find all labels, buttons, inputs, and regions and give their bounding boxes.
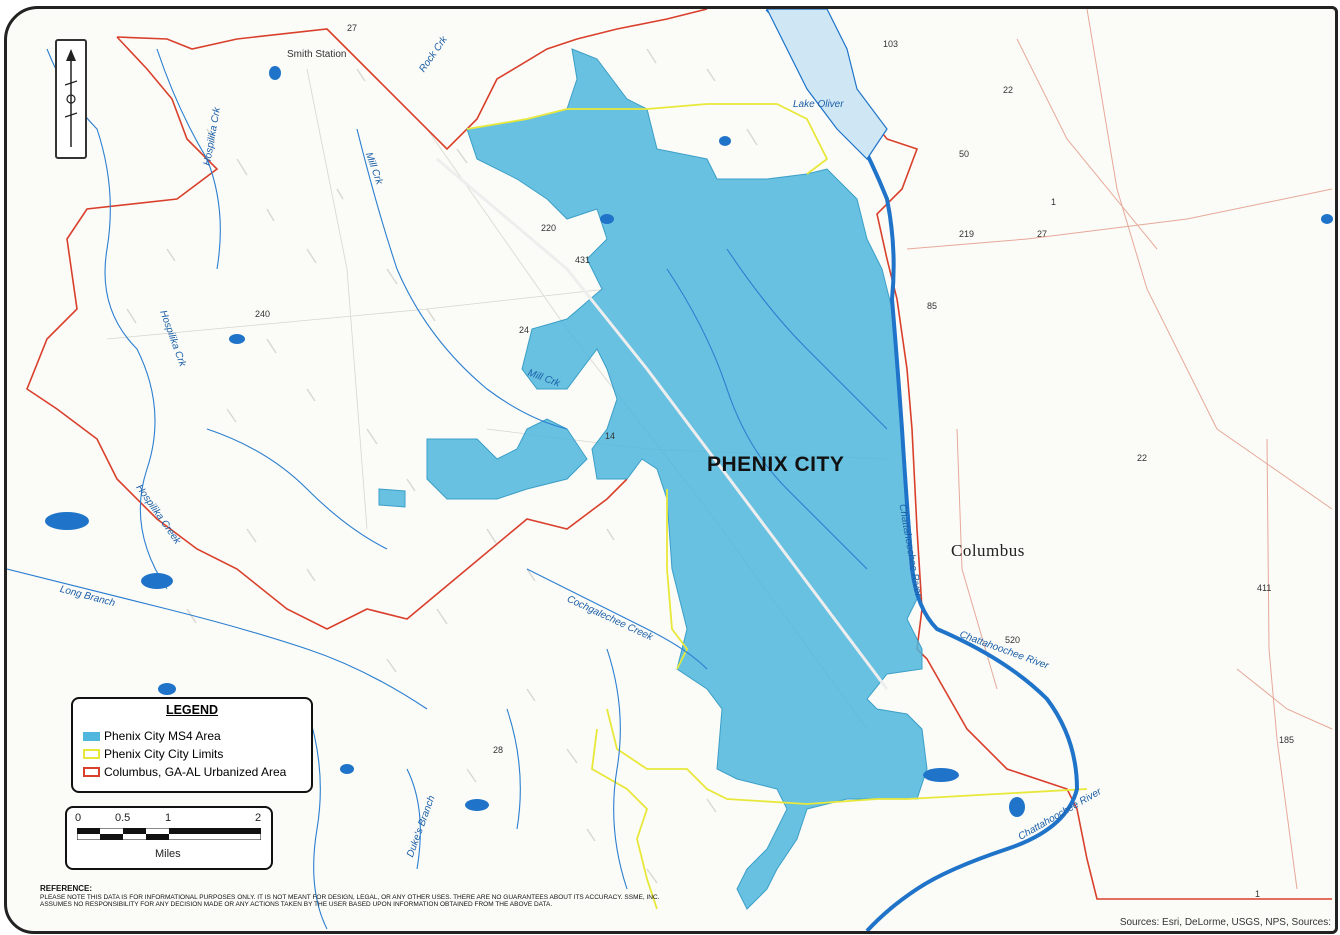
road-label: 50 xyxy=(959,149,970,159)
scale-tick: 1 xyxy=(165,812,172,824)
road-label: 24 xyxy=(519,325,530,335)
chattahoochee-river xyxy=(765,9,1080,931)
legend: LEGEND Phenix City MS4 Area Phenix City … xyxy=(71,697,313,793)
road-label: 27 xyxy=(347,23,358,33)
legend-swatch xyxy=(83,767,100,777)
road-label: 1 xyxy=(1255,889,1261,899)
map-canvas[interactable] xyxy=(7,9,1335,931)
road-label: 240 xyxy=(255,309,271,319)
road-label: 103 xyxy=(883,39,899,49)
place-label: Smith Station xyxy=(287,49,347,60)
reference-note: REFERENCE: PLEASE NOTE THIS DATA IS FOR … xyxy=(40,885,660,909)
reference-heading: REFERENCE: xyxy=(40,884,93,893)
road-label: 22 xyxy=(1003,85,1014,95)
scale-tick: 0 xyxy=(75,812,82,824)
legend-swatch xyxy=(83,731,100,741)
road-label: 27 xyxy=(1037,229,1048,239)
scale-bar: 0 0.5 1 2 Miles xyxy=(65,806,273,870)
road-label: 220 xyxy=(541,223,557,233)
urbanized-area-boundary xyxy=(26,9,1332,900)
north-arrow xyxy=(55,39,87,159)
road-label: 219 xyxy=(959,229,975,239)
ponds xyxy=(45,66,1333,817)
streams xyxy=(7,48,888,930)
scale-tick: 2 xyxy=(255,812,262,824)
legend-label: Phenix City MS4 Area xyxy=(104,729,221,743)
ms4-area-west xyxy=(426,418,588,500)
road-label: 28 xyxy=(493,745,504,755)
neighbor-city-label: Columbus xyxy=(951,541,1025,560)
road-label: 431 xyxy=(575,255,591,265)
road-label: 85 xyxy=(927,301,938,311)
road-label: 14 xyxy=(605,431,616,441)
legend-swatch xyxy=(83,749,100,759)
sources-credit: Sources: Esri, DeLorme, USGS, NPS, Sourc… xyxy=(1119,917,1331,928)
legend-item-ms4: Phenix City MS4 Area xyxy=(83,729,221,743)
ms4-area-small xyxy=(378,488,406,508)
road-label: 185 xyxy=(1279,735,1295,745)
scale-tick: 0.5 xyxy=(115,812,131,824)
legend-label: Columbus, GA-AL Urbanized Area xyxy=(104,765,287,779)
legend-item-urbanized: Columbus, GA-AL Urbanized Area xyxy=(83,765,286,779)
scale-unit: Miles xyxy=(155,848,181,860)
map-frame: PHENIX CITY Columbus 103 22 219 27 1 85 … xyxy=(4,6,1338,934)
legend-title: LEGEND xyxy=(165,703,219,717)
lake-oliver xyxy=(766,9,888,160)
road-label: 411 xyxy=(1257,583,1272,593)
water-label: Lake Oliver xyxy=(793,99,844,110)
legend-item-city-limits: Phenix City City Limits xyxy=(83,747,223,761)
road-label: 22 xyxy=(1137,453,1148,463)
road-label: 520 xyxy=(1005,635,1021,645)
city-limits-boundary xyxy=(466,103,1088,910)
legend-label: Phenix City City Limits xyxy=(104,747,224,761)
road-label: 1 xyxy=(1051,197,1057,207)
highway-431 xyxy=(436,157,889,690)
north-arrow-icon xyxy=(64,49,78,147)
hillshade xyxy=(126,48,758,884)
city-label: PHENIX CITY xyxy=(707,453,845,476)
reference-text: PLEASE NOTE THIS DATA IS FOR INFORMATION… xyxy=(40,893,660,909)
scale-graphic xyxy=(77,828,261,840)
ga-roads xyxy=(906,9,1333,890)
